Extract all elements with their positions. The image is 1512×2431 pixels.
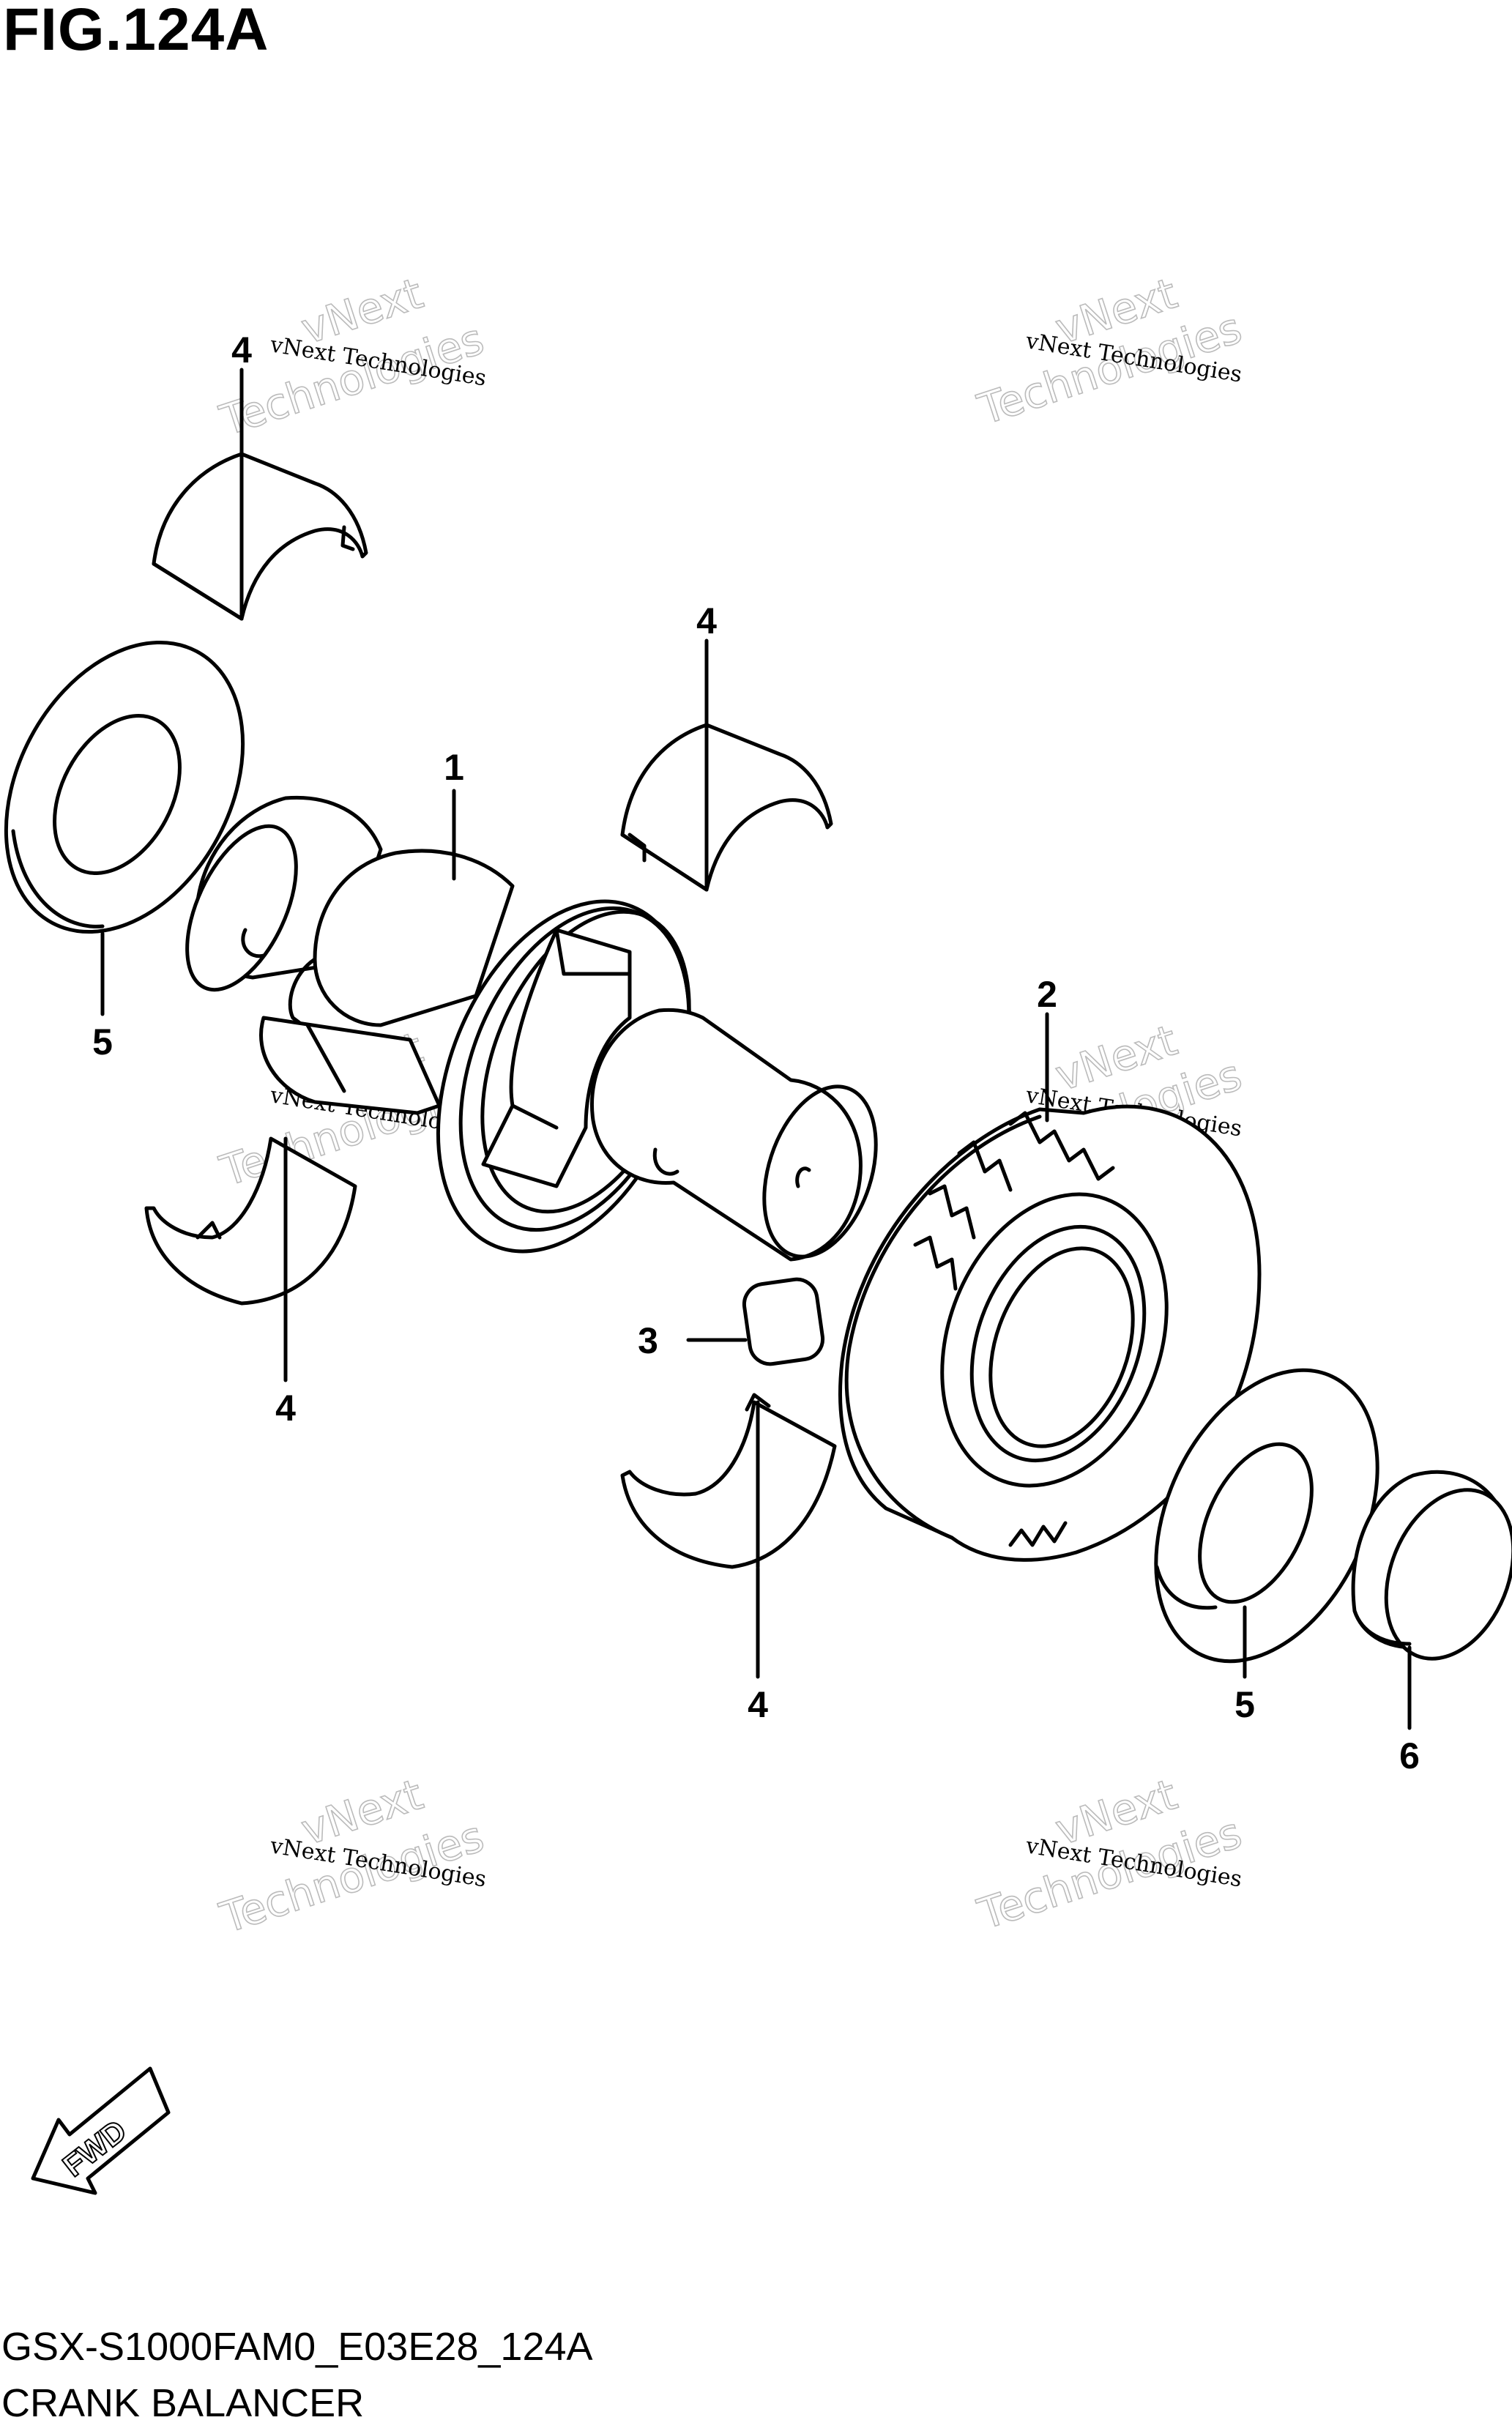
callout-2: 2 (1037, 974, 1057, 1015)
bearing-half-bottom-left (144, 1136, 357, 1306)
balancer-shaft (185, 795, 878, 1262)
callout-1: 1 (444, 747, 464, 788)
callout-4-top-left: 4 (231, 330, 252, 371)
diagram-name: CRANK BALANCER (1, 2381, 365, 2425)
fwd-arrow-icon: FWD (31, 2066, 171, 2195)
diagram-code: GSX-S1000FAM0_E03E28_124A (1, 2325, 593, 2369)
callout-5-right: 5 (1234, 1684, 1255, 1725)
watermark-bottom-right: Technologies vNext vNext Technologies (972, 1768, 1248, 1940)
watermark-top-left: Technologies vNext vNext Technologies (214, 267, 491, 446)
thrust-washer-left (4, 640, 245, 934)
watermark-bottom-left: Technologies vNext vNext Technologies (214, 1768, 491, 1943)
bearing-half-top-right (620, 723, 833, 892)
callout-6: 6 (1399, 1735, 1420, 1776)
callout-4-bottom-center: 4 (748, 1684, 768, 1725)
end-cap (1351, 1470, 1512, 1661)
figure-title: FIG.124A (3, 0, 269, 63)
watermark-top-right: Technologies vNext vNext Technologies (972, 267, 1248, 435)
bearing-half-bottom-center (620, 1393, 837, 1569)
callout-4-top-right: 4 (696, 600, 717, 641)
bearing-half-top-left (152, 452, 368, 621)
callout-5-left: 5 (92, 1021, 113, 1062)
balancer-driven-gear (838, 1104, 1262, 1562)
thrust-washer-right (1154, 1368, 1379, 1664)
callout-3: 3 (638, 1320, 658, 1361)
woodruff-key (742, 1277, 825, 1366)
callout-4-bottom-left: 4 (275, 1388, 296, 1429)
